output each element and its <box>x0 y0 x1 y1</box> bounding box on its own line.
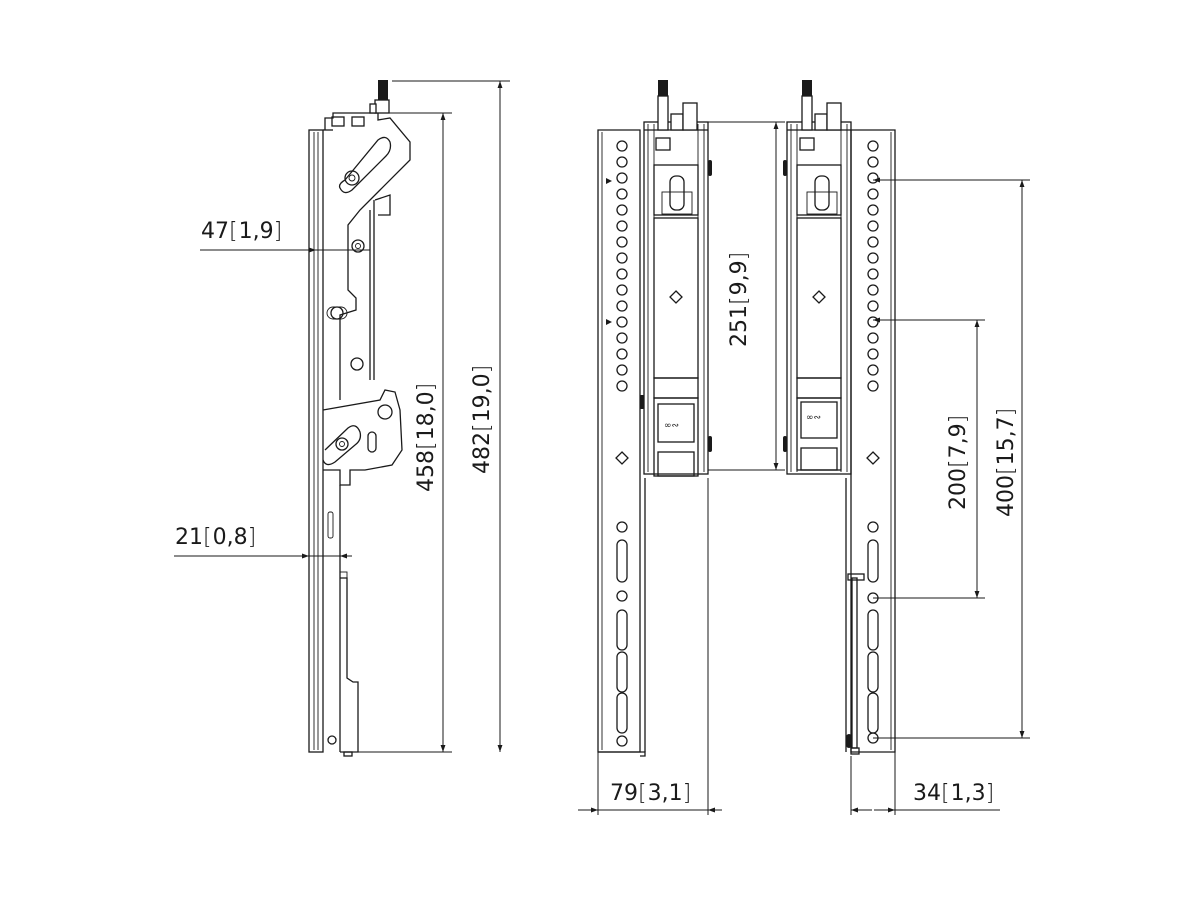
front-view: ∞∾ <box>597 80 712 757</box>
front-hole-column <box>616 140 628 392</box>
dim-label-47: 47[1,9] <box>201 219 284 244</box>
front-dimensions <box>578 121 785 815</box>
dim-label-79: 79[3,1] <box>610 781 693 806</box>
side-dimensions <box>174 80 510 753</box>
rear-view: ∞∾ <box>783 80 896 755</box>
rear-hole-column <box>867 140 879 392</box>
dim-label-482: 482[19,0] <box>470 363 495 474</box>
rear-dimensions <box>850 177 1030 815</box>
dim-label-458: 458[18,0] <box>414 381 439 492</box>
dim-label-34: 34[1,3] <box>913 781 996 806</box>
side-view <box>308 80 411 757</box>
brand-logo-rear: ∞∾ <box>806 413 821 423</box>
dim-label-21: 21[0,8] <box>175 525 258 550</box>
dim-label-400: 400[15,7] <box>994 406 1019 517</box>
dim-label-251: 251[9,9] <box>727 250 752 347</box>
dim-label-200: 200[7,9] <box>946 413 971 510</box>
brand-logo-front: ∞∾ <box>664 421 679 431</box>
